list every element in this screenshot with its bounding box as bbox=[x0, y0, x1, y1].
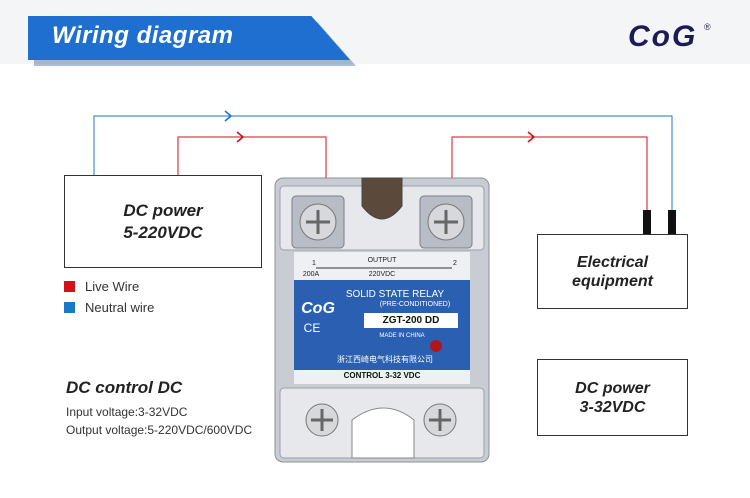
neutral-wire bbox=[93, 115, 673, 215]
brand-registered-mark: ® bbox=[704, 22, 711, 32]
relay-maker: 浙江西崎电气科技有限公司 bbox=[337, 355, 433, 364]
relay-voltage-label: 220VDC bbox=[368, 271, 396, 278]
relay-made-in: MADE IN CHINA bbox=[379, 333, 425, 339]
relay-current-label: 200A bbox=[302, 271, 320, 278]
live-arrow-right-icon bbox=[527, 131, 536, 143]
legend-live-label: Live Wire bbox=[85, 279, 140, 294]
input-voltage-text: Input voltage:3-32VDC bbox=[66, 405, 188, 419]
electrical-equipment-box: Electrical equipment bbox=[537, 234, 688, 309]
control-type-title: DC control DC bbox=[66, 378, 183, 397]
dc-control-power-box: DC power 3-32VDC bbox=[537, 359, 688, 436]
brand-logo: CoG bbox=[628, 20, 698, 53]
control-line2: 3-32VDC bbox=[579, 398, 646, 416]
dc-power-source-box: DC power 5-220VDC bbox=[64, 175, 262, 268]
live-wire-left bbox=[177, 136, 327, 180]
legend-live-wire: Live Wire bbox=[64, 279, 139, 294]
relay-subtitle: (PRE-CONDITIONED) bbox=[379, 301, 451, 308]
neutral-wire-swatch bbox=[64, 302, 75, 313]
control-line1: DC power bbox=[575, 379, 650, 397]
output-voltage-text: Output voltage:5-220VDC/600VDC bbox=[66, 423, 253, 437]
equipment-line1: Electrical bbox=[576, 253, 649, 271]
relay-terminal-1: 1 bbox=[312, 260, 316, 267]
relay-model: ZGT-200 DD bbox=[364, 313, 458, 328]
solid-state-relay bbox=[274, 177, 490, 463]
header-tab bbox=[28, 16, 350, 60]
plug-prong-right bbox=[668, 210, 676, 234]
relay-control-label: CONTROL 3-32 VDC bbox=[343, 371, 421, 380]
plug-prong-left bbox=[643, 210, 651, 234]
equipment-line2: equipment bbox=[572, 272, 653, 290]
relay-title: SOLID STATE RELAY bbox=[345, 289, 445, 300]
relay-logo: CoG bbox=[301, 300, 335, 317]
source-line1: DC power bbox=[123, 200, 203, 220]
legend-neutral-wire: Neutral wire bbox=[64, 300, 154, 315]
relay-output-label: OUTPUT bbox=[367, 257, 397, 264]
live-arrow-left-icon bbox=[236, 131, 245, 143]
legend-neutral-label: Neutral wire bbox=[85, 300, 155, 315]
live-wire-swatch bbox=[64, 281, 75, 292]
live-wire-right bbox=[451, 136, 648, 215]
source-line2: 5-220VDC bbox=[123, 222, 203, 242]
relay-ce-mark: CE bbox=[303, 321, 321, 335]
page-title: Wiring diagram bbox=[52, 22, 234, 49]
relay-terminal-2: 2 bbox=[453, 260, 457, 267]
neutral-arrow-icon bbox=[224, 110, 233, 122]
